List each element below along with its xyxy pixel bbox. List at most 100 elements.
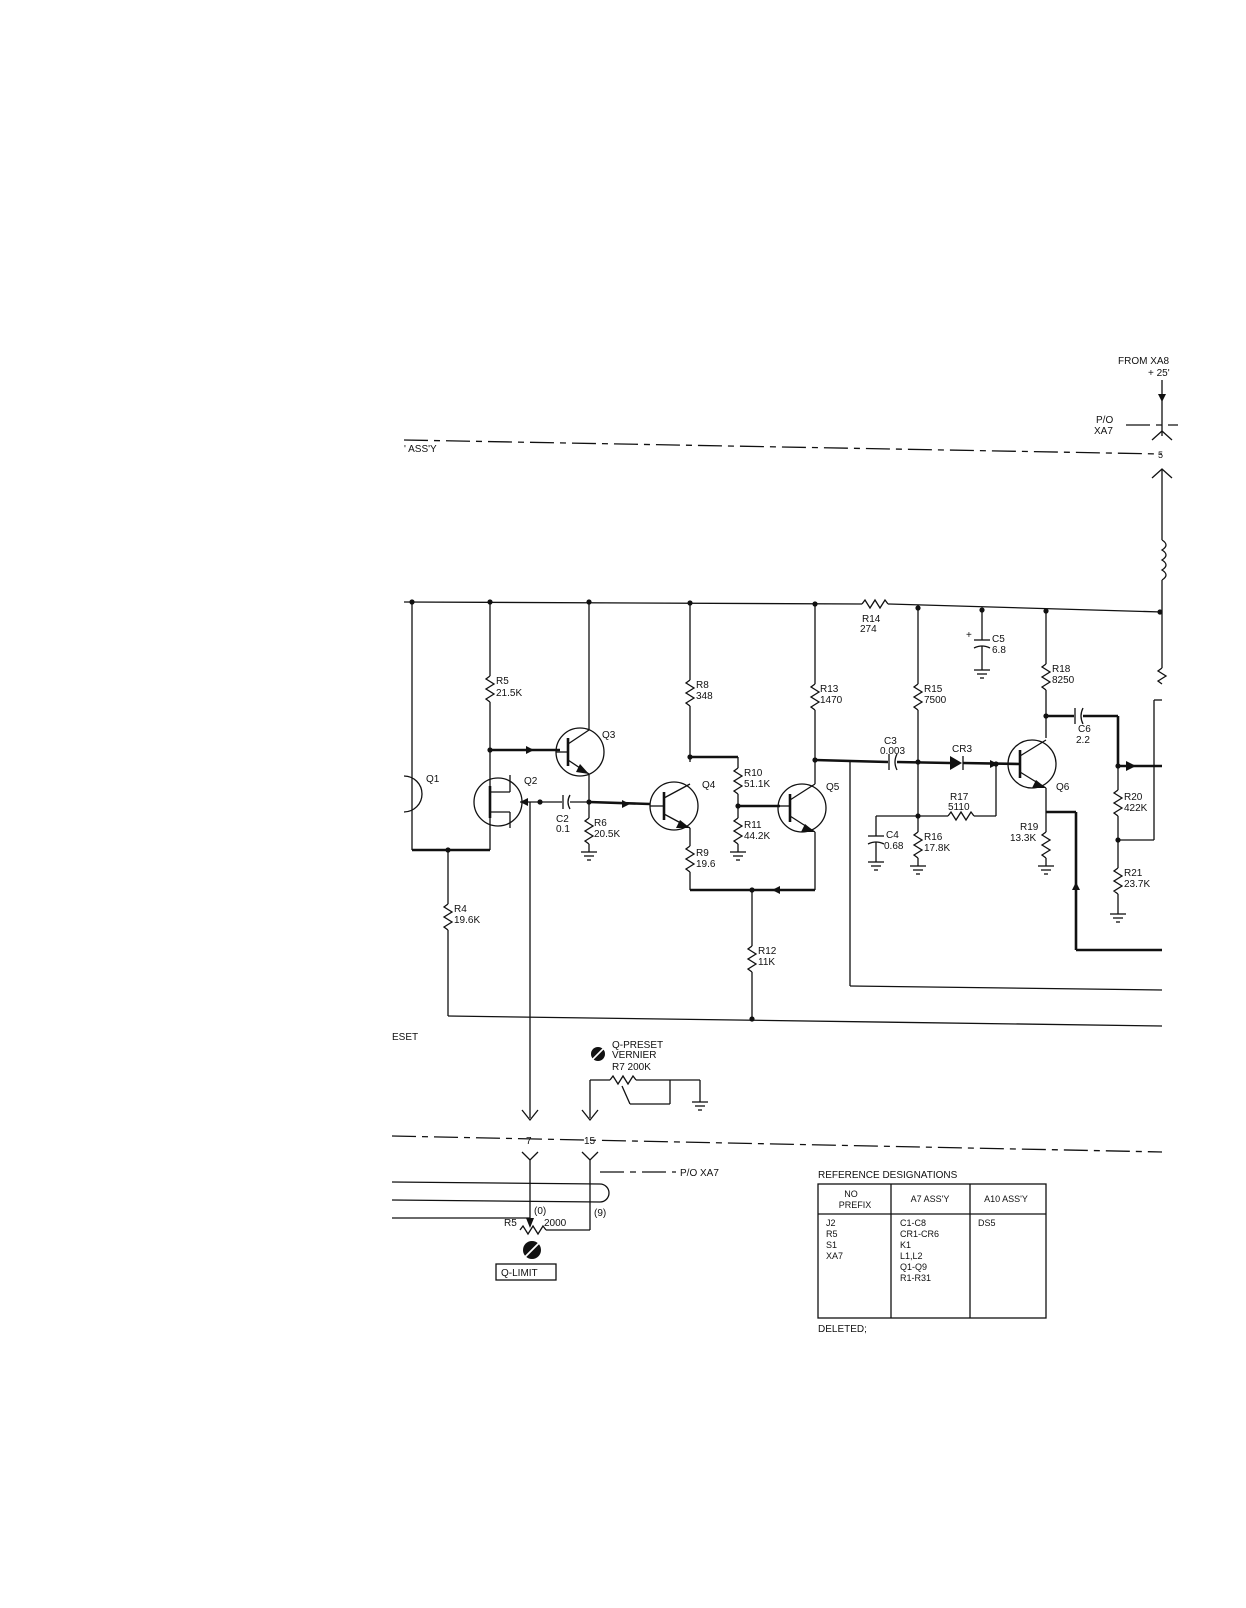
- pin-7-label: 7: [526, 1136, 532, 1147]
- resistor-r5: [484, 675, 496, 703]
- c5-label: C5: [992, 634, 1005, 645]
- r9-label: R9: [696, 848, 709, 859]
- r5-value: 21.5K: [496, 688, 522, 699]
- r4-value: 19.6K: [454, 915, 480, 926]
- inductor-l1: [1160, 539, 1167, 581]
- pin-15-label: 15: [584, 1136, 596, 1147]
- ref-col1-row2: R5: [826, 1229, 838, 1239]
- resistor-r9: [684, 845, 696, 873]
- r11-label: R11: [744, 820, 762, 831]
- r8-label: R8: [696, 680, 709, 691]
- r5-high-label: (9): [594, 1208, 606, 1219]
- pin-5-label: 5: [1158, 450, 1163, 460]
- svg-text:+: +: [966, 630, 972, 641]
- q4-label: Q4: [702, 780, 716, 791]
- c3-value: 0.003: [880, 746, 905, 757]
- q2-label: Q2: [524, 776, 538, 787]
- cr3-label: CR3: [952, 744, 972, 755]
- from-xa8-label: FROM XA8: [1118, 356, 1170, 367]
- ref-table-title: REFERENCE DESIGNATIONS: [818, 1170, 958, 1181]
- q-preset-line-3: R7 200K: [612, 1062, 651, 1073]
- ref-col-header-1a: NO: [844, 1189, 858, 1199]
- r5-value-label: 2000: [544, 1218, 567, 1229]
- po-xa7-top-2: XA7: [1094, 426, 1113, 437]
- ref-col1-row1: J2: [826, 1218, 836, 1228]
- c4-label: C4: [886, 830, 899, 841]
- r21-value: 23.7K: [1124, 879, 1150, 890]
- po-xa7-label: P/O XA7: [680, 1168, 719, 1179]
- ref-col2-row4: L1,L2: [900, 1251, 923, 1261]
- resistor-r4: [442, 903, 454, 931]
- ref-col-header-2: A7 ASS'Y: [911, 1194, 950, 1204]
- r8-value: 348: [696, 691, 713, 702]
- resistor-r20: [1112, 789, 1124, 817]
- ref-col3-row1: DS5: [978, 1218, 996, 1228]
- r17-value: 5110: [948, 802, 970, 813]
- resistor-r21: [1112, 867, 1124, 895]
- po-xa7-top-1: P/O: [1096, 415, 1113, 426]
- r19-value: 13.3K: [1010, 833, 1036, 844]
- q6-label: Q6: [1056, 782, 1070, 793]
- resistor-r10: [732, 767, 744, 795]
- r11-value: 44.2K: [744, 831, 770, 842]
- r12-label: R12: [758, 946, 777, 957]
- r5-label: R5: [496, 676, 509, 687]
- ref-col1-row3: S1: [826, 1240, 837, 1250]
- resistor-r15: [912, 683, 924, 711]
- q-preset-line-2: VERNIER: [612, 1050, 656, 1061]
- r19-label: R19: [1020, 822, 1039, 833]
- resistor-r8: [684, 679, 696, 707]
- r6-label: R6: [594, 818, 607, 829]
- c6-value: 2.2: [1076, 735, 1090, 746]
- q1-label: Q1: [426, 774, 440, 785]
- ref-col2-row1: C1-C8: [900, 1218, 926, 1228]
- resistor-r5-pot: [519, 1224, 547, 1236]
- r5-name-label: R5: [504, 1218, 517, 1229]
- r18-value: 8250: [1052, 675, 1075, 686]
- resistor-r18: [1040, 663, 1052, 691]
- r13-label: R13: [820, 684, 839, 695]
- c5-value: 6.8: [992, 645, 1006, 656]
- c3-label: C3: [884, 736, 897, 747]
- diode-cr3: [950, 756, 962, 770]
- resistor-r16: [912, 831, 924, 859]
- ref-col2-row5: Q1-Q9: [900, 1262, 927, 1272]
- resistor-r17: [947, 810, 975, 822]
- q-preset-line-1: Q-PRESET: [612, 1040, 663, 1051]
- resistor-r19: [1040, 831, 1052, 859]
- r10-label: R10: [744, 768, 763, 779]
- resistor-r12: [746, 945, 758, 973]
- r9-value: 19.6: [696, 859, 716, 870]
- preset-label: ESET: [392, 1032, 418, 1043]
- resistor-r7: [609, 1074, 637, 1086]
- r13-value: 1470: [820, 695, 843, 706]
- ref-col1-row4: XA7: [826, 1251, 843, 1261]
- ref-table-footer: DELETED;: [818, 1324, 867, 1335]
- transistor-q5: [777, 783, 827, 833]
- c2-value: 0.1: [556, 824, 570, 835]
- r18-label: R18: [1052, 664, 1071, 675]
- r15-label: R15: [924, 684, 943, 695]
- r17-label: R17: [950, 792, 969, 803]
- r21-label: R21: [1124, 868, 1143, 879]
- ref-col-header-1: PREFIX: [839, 1200, 872, 1210]
- r12-value: 11K: [758, 957, 775, 968]
- r16-label: R16: [924, 832, 943, 843]
- r6-value: 20.5K: [594, 829, 620, 840]
- ref-col2-row3: K1: [900, 1240, 911, 1250]
- transistor-q2: [473, 777, 523, 827]
- ref-col2-row2: CR1-CR6: [900, 1229, 939, 1239]
- supply-label: + 25': [1148, 368, 1170, 379]
- transistor-q1: [403, 775, 423, 813]
- ref-col2-row6: R1-R31: [900, 1273, 931, 1283]
- c2-label: C2: [556, 814, 569, 825]
- ref-table: [817, 1183, 1047, 1319]
- c4-value: 0.68: [884, 841, 904, 852]
- q-limit-box: [495, 1263, 557, 1281]
- r14-value: 274: [860, 624, 877, 635]
- r14-label: R14: [862, 614, 881, 625]
- resistor-r11: [732, 817, 744, 845]
- r10-value: 51.1K: [744, 779, 770, 790]
- resistor-r13: [809, 683, 821, 711]
